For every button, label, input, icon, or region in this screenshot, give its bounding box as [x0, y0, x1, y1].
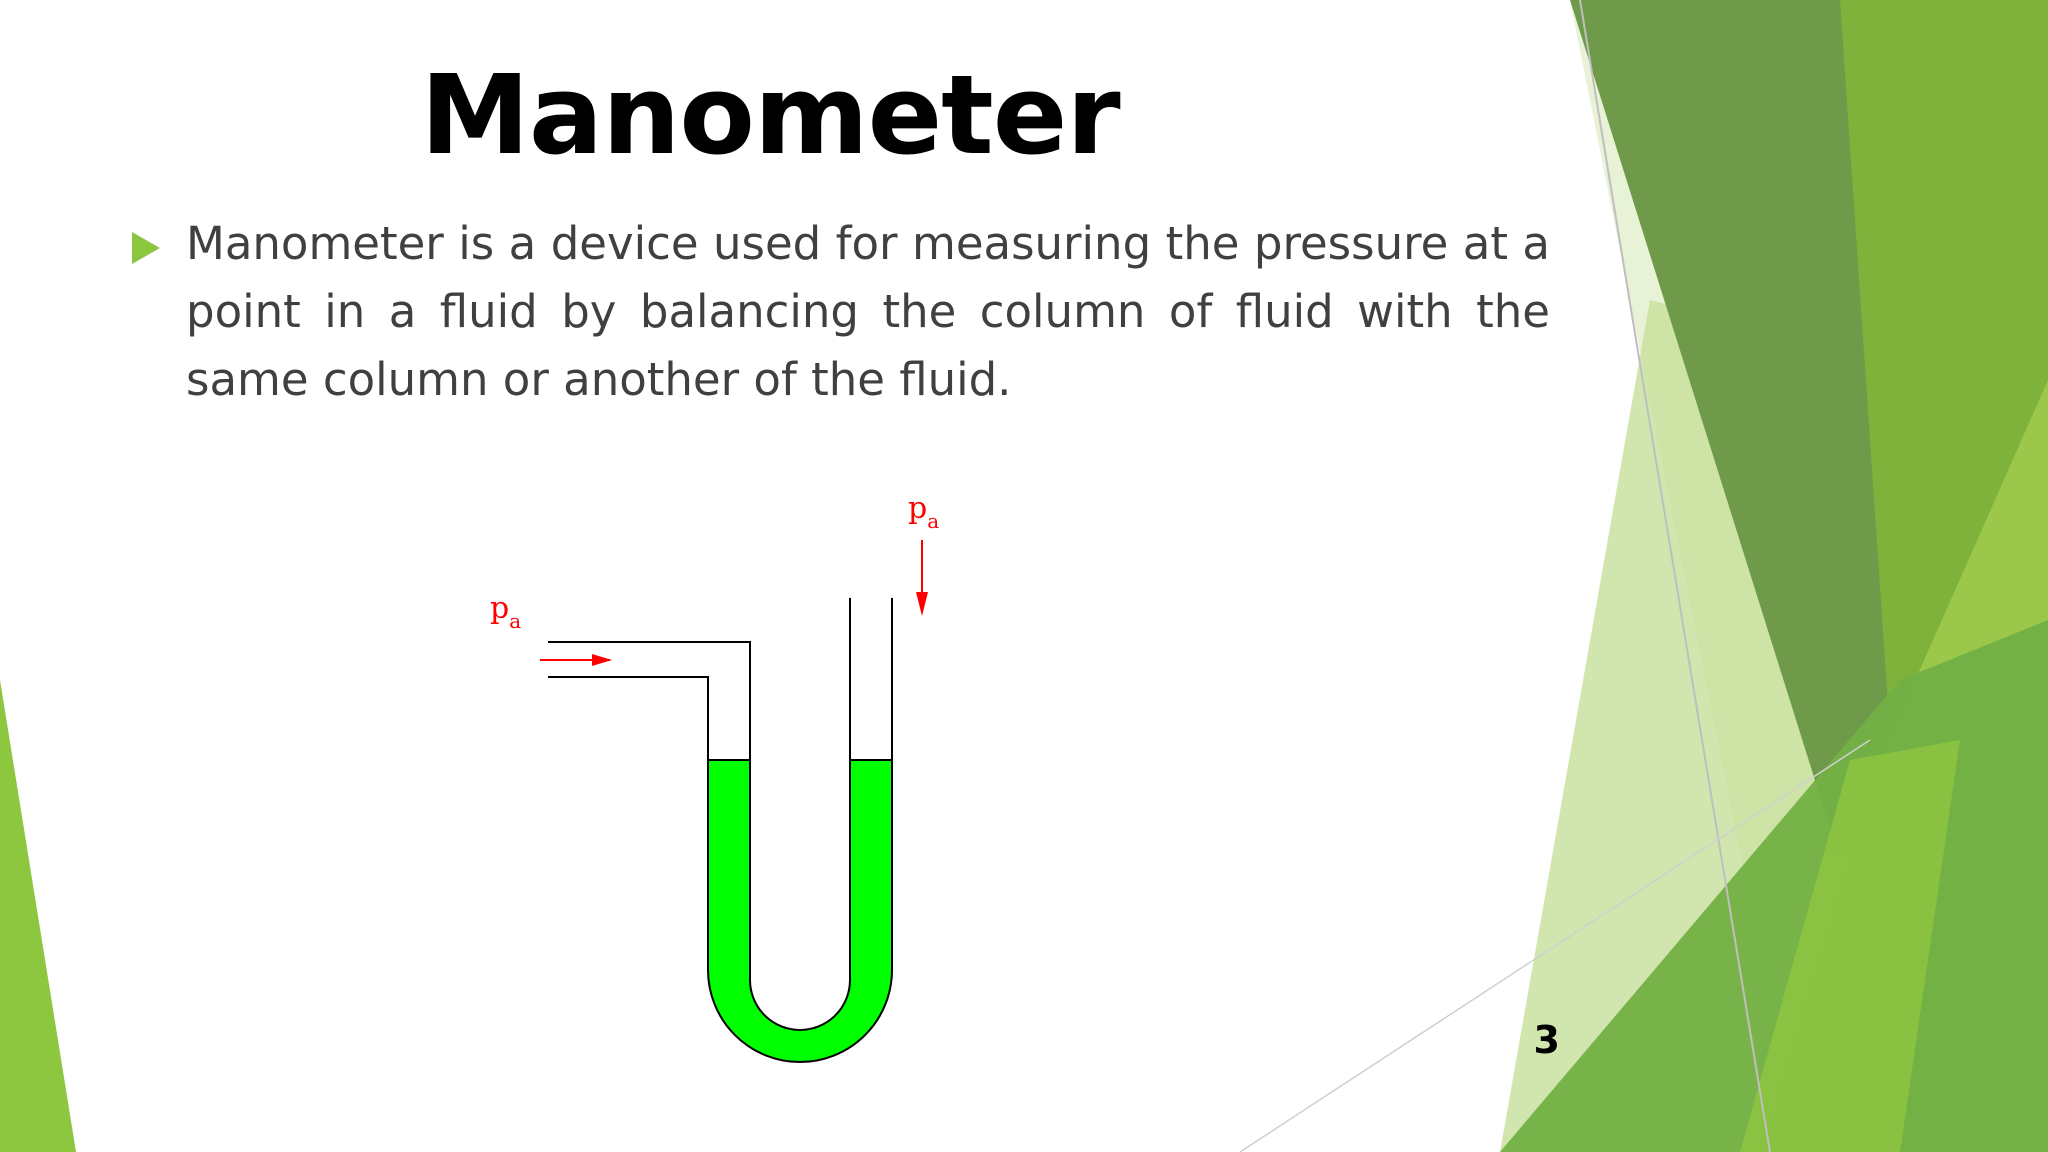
- bottom-green-overlay: [1740, 740, 1960, 1152]
- left-green-sliver: [0, 680, 76, 1152]
- deco-line-2: [1239, 739, 1871, 1152]
- manometer-diagram: pa pa: [490, 491, 939, 1063]
- right-dark-band: [1570, 0, 1900, 860]
- left-pressure-arrow-head: [592, 654, 612, 666]
- right-pressure-arrow-head: [916, 592, 928, 616]
- bullet-text: Manometer is a device used for measuring…: [186, 217, 1550, 406]
- slide-title: Manometer: [420, 51, 1120, 179]
- right-mid-band: [1840, 0, 2048, 880]
- left-pressure-label: pa: [490, 591, 521, 633]
- right-pressure-label-sub: a: [927, 509, 939, 533]
- tube-inner-left-wall: [548, 676, 709, 760]
- tube-outer-left-wall: [548, 641, 751, 760]
- manometer-fluid: [707, 759, 893, 1063]
- deco-line-1: [1579, 0, 1771, 1152]
- page-number: 3: [1533, 1018, 1560, 1062]
- left-pressure-label-sub: a: [509, 609, 521, 633]
- bullet-arrow-icon: [132, 232, 160, 264]
- right-pressure-label: pa: [908, 491, 939, 533]
